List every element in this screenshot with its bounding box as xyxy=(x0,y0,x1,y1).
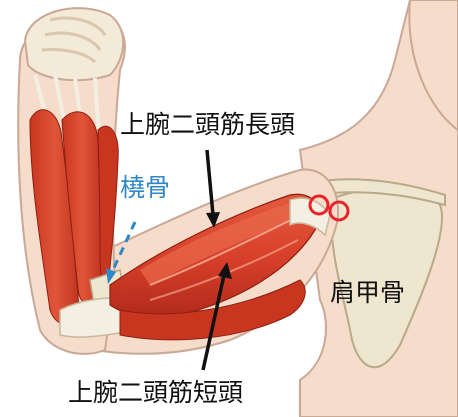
biceps-short-head-label: 上腕二頭筋短頭 xyxy=(68,378,244,407)
red-double-circle-icon-2 xyxy=(328,200,350,222)
red-double-circle-icon xyxy=(308,194,330,216)
long-head-arrow xyxy=(205,149,215,216)
neck-outline xyxy=(408,0,458,131)
short-head-arrowhead xyxy=(218,262,232,279)
radius-label: 橈骨 xyxy=(120,173,171,202)
shoulder-tendons xyxy=(289,197,331,237)
radius-pointer-dashed xyxy=(111,221,137,271)
long-head-arrowhead xyxy=(206,212,220,228)
triceps-muscle xyxy=(119,279,306,341)
scapula-label: 肩甲骨 xyxy=(330,278,406,307)
radius-pointer-arrowhead xyxy=(106,268,116,284)
biceps-long-head-label: 上腕二頭筋長頭 xyxy=(120,110,296,139)
biceps-long-head-muscle xyxy=(140,200,302,285)
short-head-arrow xyxy=(201,274,226,371)
